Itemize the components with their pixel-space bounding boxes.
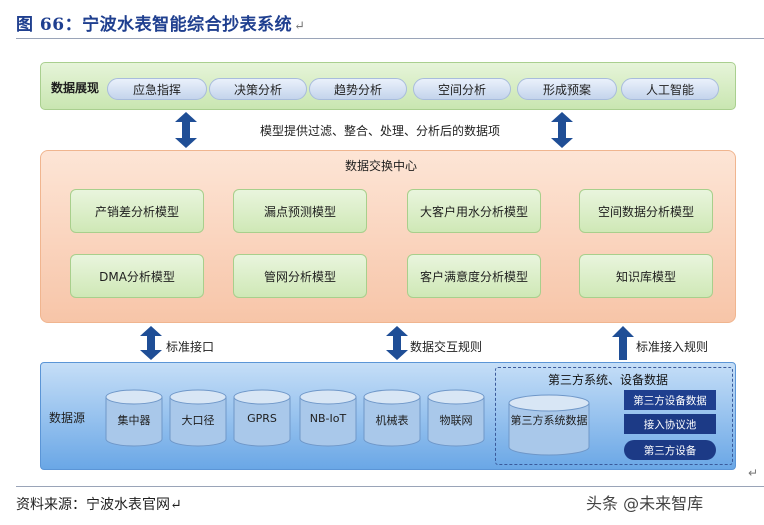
exchange-center-title: 数据交换中心: [345, 159, 418, 173]
up-arrow-icon: [612, 326, 634, 360]
footer-divider: [16, 486, 764, 487]
display-item: 决策分析: [209, 78, 307, 100]
model-box: 空间数据分析模型: [579, 189, 713, 233]
cylinder-label: 集中器: [117, 414, 151, 427]
cylinder-database-icon: 大口径: [169, 389, 227, 447]
double-arrow-icon: [551, 112, 573, 148]
display-item: 形成预案: [517, 78, 617, 100]
interface-label: 标准接入规则: [636, 340, 709, 354]
third-party-panel: 第三方系统、设备数据 第三方系统数据 第三方设备数据 接入协议池 第三方设备: [495, 367, 733, 465]
interface-label: 标准接口: [166, 340, 215, 354]
model-box: 大客户用水分析模型: [407, 189, 541, 233]
cylinder-database-icon: 机械表: [363, 389, 421, 447]
source-note: 资料来源：宁波水表官网↵: [16, 497, 182, 513]
title-divider: [16, 38, 764, 39]
display-item: 空间分析: [413, 78, 511, 100]
cylinder-database-icon: GPRS: [233, 389, 291, 447]
watermark: 头条 @未来智库: [586, 494, 704, 513]
data-flow-label: 模型提供过滤、整合、处理、分析后的数据项: [260, 124, 501, 138]
third-party-box: 第三方设备数据: [624, 390, 716, 410]
third-party-title: 第三方系统、设备数据: [548, 373, 669, 387]
cylinder-label: 物联网: [439, 414, 473, 427]
interface-label: 数据交互规则: [410, 340, 483, 354]
exchange-center: 数据交换中心 产销差分析模型 漏点预测模型 大客户用水分析模型 空间数据分析模型…: [40, 150, 736, 323]
display-item: 趋势分析: [309, 78, 407, 100]
cylinder-database-icon: 集中器: [105, 389, 163, 447]
third-party-box: 接入协议池: [624, 414, 716, 434]
data-source-label: 数据源: [49, 411, 86, 425]
return-mark: ↵: [294, 19, 306, 34]
double-arrow-icon: [386, 326, 408, 360]
display-item: 人工智能: [621, 78, 719, 100]
data-source-layer: 数据源 集中器 大口径 GPRS NB-IoT 机械表 物联网 第三方系统、设备…: [40, 362, 736, 470]
model-box: 管网分析模型: [233, 254, 367, 298]
third-party-box: 第三方设备: [624, 440, 716, 460]
model-box: 漏点预测模型: [233, 189, 367, 233]
cylinder-database-icon: 物联网: [427, 389, 485, 447]
cylinder-label: 机械表: [375, 414, 409, 427]
display-layer-label: 数据展现: [51, 81, 100, 95]
model-box: 产销差分析模型: [70, 189, 204, 233]
cylinder-label: 大口径: [181, 414, 215, 427]
figure-title: 图 66：宁波水表智能综合抄表系统↵: [16, 10, 305, 35]
model-box: 知识库模型: [579, 254, 713, 298]
model-box: 客户满意度分析模型: [407, 254, 541, 298]
corner-return-mark: ↵: [748, 466, 759, 480]
cylinder-label: GPRS: [247, 412, 277, 425]
display-item: 应急指挥: [107, 78, 207, 100]
figure-title-text: 图 66：宁波水表智能综合抄表系统: [16, 15, 293, 35]
double-arrow-icon: [140, 326, 162, 360]
cylinder-database-icon: NB-IoT: [299, 389, 357, 447]
cylinder-database-icon: 第三方系统数据: [508, 394, 590, 456]
cylinder-label: NB-IoT: [309, 412, 347, 425]
model-box: DMA分析模型: [70, 254, 204, 298]
double-arrow-icon: [175, 112, 197, 148]
display-layer: 数据展现 应急指挥 决策分析 趋势分析 空间分析 形成预案 人工智能: [40, 62, 736, 110]
third-party-db-label: 第三方系统数据: [510, 414, 588, 427]
